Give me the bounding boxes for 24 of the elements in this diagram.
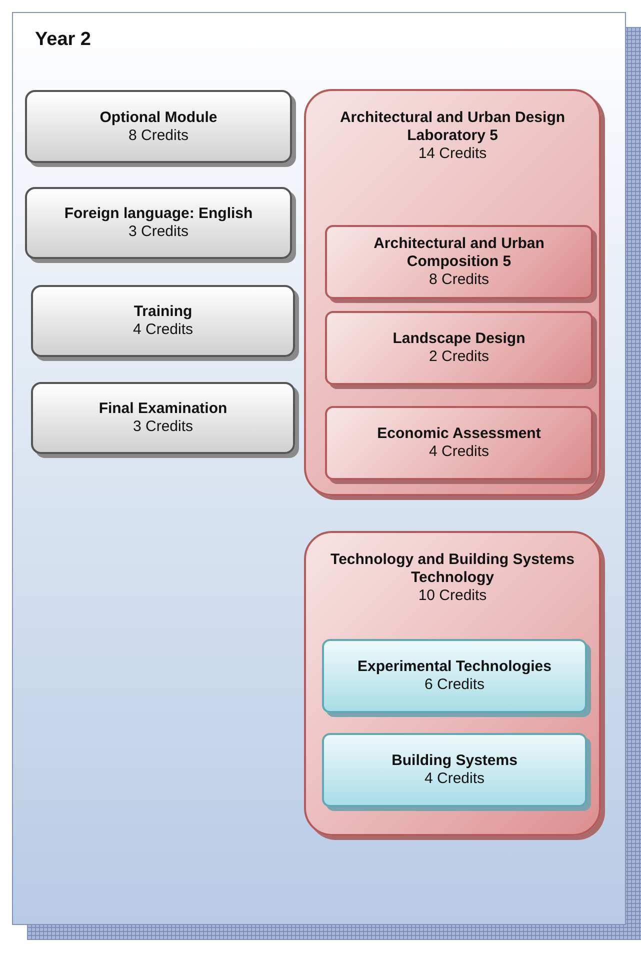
credits-text: 14 Credits [417,145,488,163]
module-title: Training [132,303,194,321]
credits-text: 6 Credits [423,676,486,694]
credits-text: 8 Credits [428,271,490,289]
credits-text: 4 Credits [132,321,194,339]
module-title: Architectural and Urban Composition 5 [372,235,546,271]
credits-text: 8 Credits [127,126,190,144]
year-panel [12,12,626,925]
module-title: Building Systems [390,752,518,770]
credits-text: 4 Credits [428,443,490,461]
module-title: Architectural and Urban Design Laboratory 5 [338,109,566,145]
module-title: Economic Assessment [376,425,542,443]
year-heading: Year 2 [35,31,91,49]
module-title: Foreign language: English [63,205,254,223]
module-title: Optional Module [98,108,218,126]
credits-text: 4 Credits [423,770,486,788]
module-title: Experimental Technologies [356,658,552,676]
credits-text: 3 Credits [132,418,194,436]
module-title: Landscape Design [392,330,526,348]
credits-text: 2 Credits [428,348,490,366]
module-title: Final Examination [98,400,228,418]
credits-text: 10 Credits [417,587,488,605]
credits-text: 3 Credits [127,223,190,241]
module-title: Technology and Building Systems Technology [330,551,576,587]
